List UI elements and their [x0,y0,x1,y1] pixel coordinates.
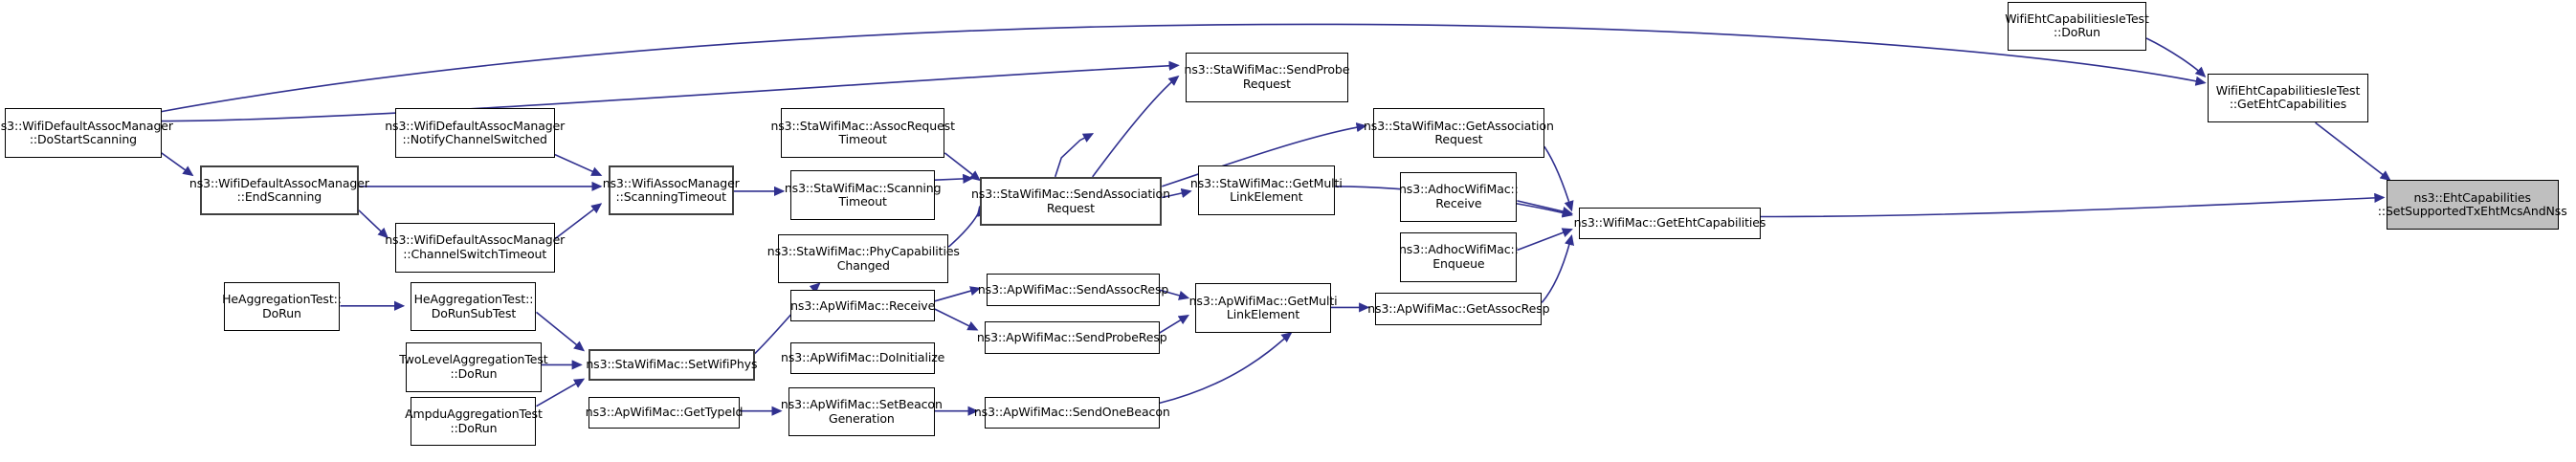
graph-node-n21[interactable]: WifiEhtCapabilitiesIeTest ::DoRun [2005,1,2149,52]
graph-node-n7[interactable]: ns3::StaWifiMac::SendAssociation Request [971,176,1170,227]
graph-node-n25[interactable]: HeAggregationTest:: DoRunSubTest [411,281,537,332]
edge-n7-n17 [1162,122,1367,187]
edge-n12-n11 [934,286,982,302]
graph-node-n22[interactable]: WifiEhtCapabilitiesIeTest ::GetEhtCapabi… [2207,73,2369,123]
edge-n19-n20 [1517,228,1573,252]
edge-n7-n8 [1092,75,1180,178]
edge-n17-n20 [1543,145,1574,212]
graph-node-n16[interactable]: ns3::ApWifiMac::GetAssocResp [1367,293,1550,325]
graph-node-n8[interactable]: ns3::StaWifiMac::SendProbe Request [1185,52,1349,102]
graph-node-n17[interactable]: ns3::StaWifiMac::GetAssociation Request [1364,108,1554,158]
edge-n1-n3 [358,209,389,239]
edge-n10-n7 [947,205,987,248]
graph-node-n10[interactable]: ns3::StaWifiMac::PhyCapabilities Changed [767,233,960,284]
edge-n6-n7 [934,173,974,185]
graph-node-n26[interactable]: TwoLevelAggregationTest ::DoRun [399,342,548,392]
graph-node-n29[interactable]: ns3::ApWifiMac::GetTypeId [586,396,743,429]
graph-node-n6[interactable]: ns3::StaWifiMac::Scanning Timeout [785,170,942,220]
graph-node-n30[interactable]: ns3::ApWifiMac::SetBeacon Generation [781,386,943,437]
graph-node-n15[interactable]: ns3::ApWifiMac::GetMulti LinkElement [1189,283,1338,334]
edge-n3-n4 [554,203,603,240]
edge-n12-n13 [934,308,979,331]
graph-node-n28[interactable]: ns3::StaWifiMac::SetWifiPhys [586,348,757,382]
graph-node-n31[interactable]: ns3::ApWifiMac::SendOneBeacon [974,396,1170,429]
edge-n2-n4 [554,153,603,176]
edge-n31-n15 [1159,332,1293,405]
edge-n5-n7 [944,152,981,182]
graph-node-n18[interactable]: ns3::AdhocWifiMac:: Receive [1399,171,1519,222]
graph-node-n1[interactable]: ns3::WifiDefaultAssocManager ::EndScanni… [189,165,369,215]
graph-node-n13[interactable]: ns3::ApWifiMac::SendProbeResp [977,321,1167,354]
graph-node-n23[interactable]: ns3::EhtCapabilities ::SetSupportedTxEht… [2378,180,2567,230]
edge-n22-n23 [2315,121,2391,182]
edge-n0-n22 [161,23,2207,113]
edge-n0-n8 [161,60,1180,122]
graph-node-n4[interactable]: ns3::WifiAssocManager ::ScanningTimeout [603,165,740,215]
graph-node-n20[interactable]: ns3::WifiMac::GetEhtCapabilities [1574,207,1765,239]
graph-node-n3[interactable]: ns3::WifiDefaultAssocManager ::ChannelSw… [385,223,565,273]
graph-node-n5[interactable]: ns3::StaWifiMac::AssocRequest Timeout [770,108,955,158]
graph-node-n14[interactable]: ns3::ApWifiMac::DoInitialize [781,342,944,375]
graph-node-n19[interactable]: ns3::AdhocWifiMac:: Enqueue [1399,232,1519,282]
graph-node-n12[interactable]: ns3::ApWifiMac::Receive [790,290,935,322]
edge-n7-n9 [1162,187,1192,199]
graph-node-n0[interactable]: ns3::WifiDefaultAssocManager ::DoStartSc… [0,108,173,158]
edge-n21-n22 [2145,37,2207,78]
edge-n0-n1 [161,152,194,177]
graph-node-n9[interactable]: ns3::StaWifiMac::GetMulti LinkElement [1190,165,1343,215]
graph-node-n24[interactable]: HeAggregationTest:: DoRun [222,281,342,332]
edge-n25-n28 [535,311,586,352]
edge-n13-n15 [1159,314,1189,334]
edge-n11-n15 [1159,289,1190,300]
graph-node-n2[interactable]: ns3::WifiDefaultAssocManager ::NotifyCha… [385,108,565,158]
edge-n18-n20 [1517,200,1573,217]
graph-node-n11[interactable]: ns3::ApWifiMac::SendAssocResp [978,274,1168,306]
edge-n20-n23 [1760,192,2386,218]
graph-node-n27[interactable]: AmpduAggregationTest ::DoRun [405,396,543,447]
edge-n7-n5 [1054,133,1095,178]
edge-n16-n20 [1541,233,1574,303]
edge-n27-n28 [536,378,586,407]
